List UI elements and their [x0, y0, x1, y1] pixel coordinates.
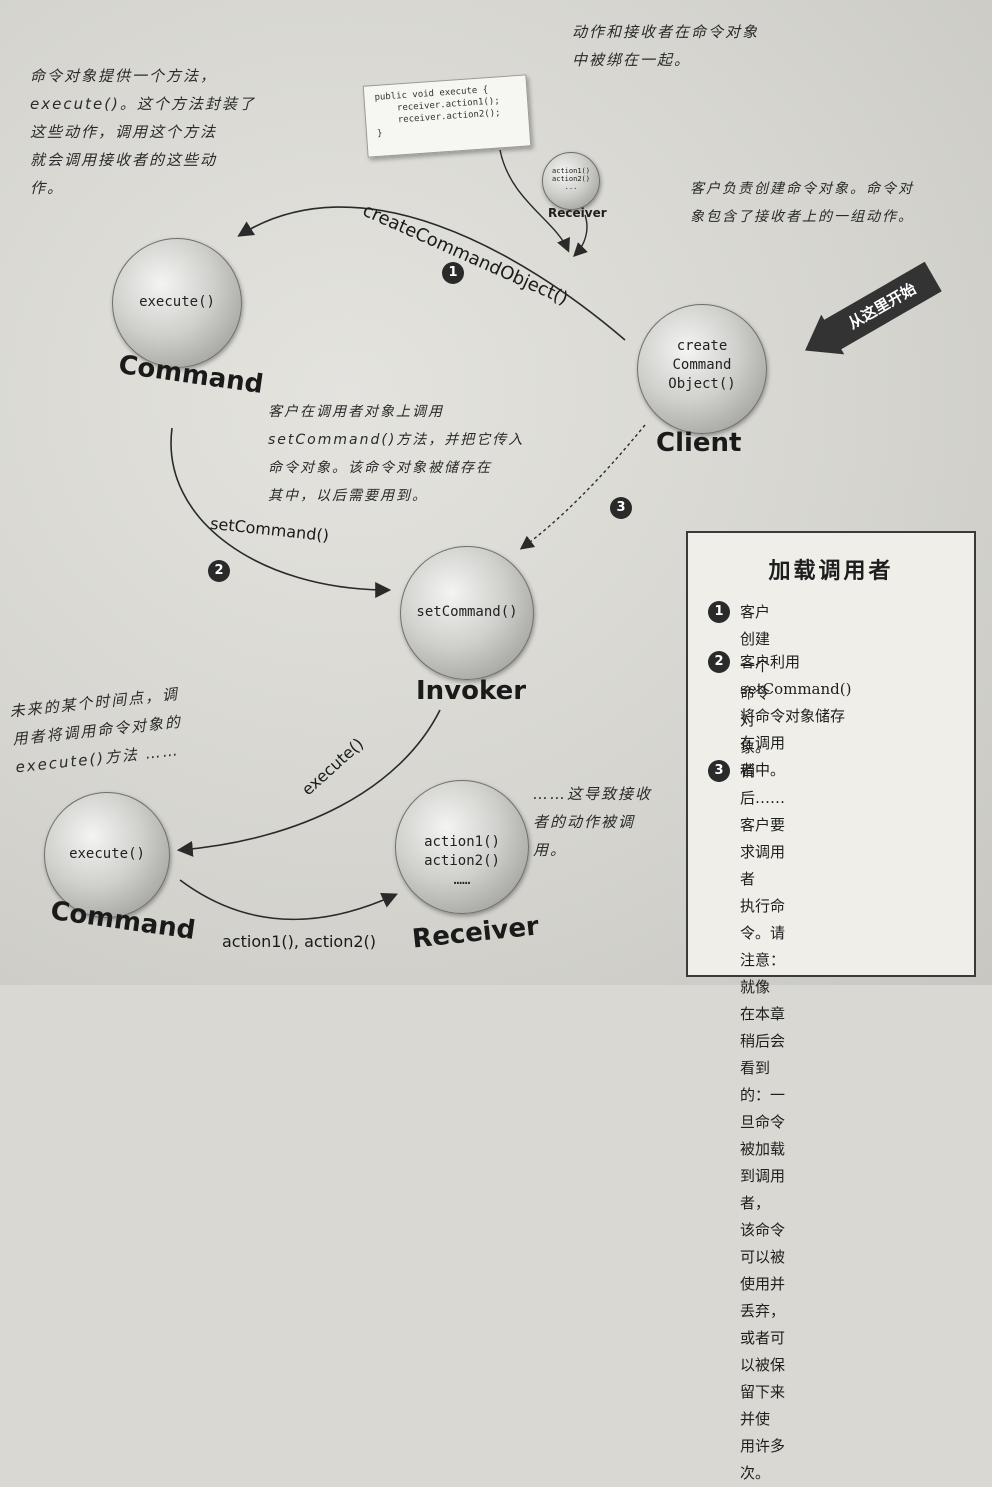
arrow-card-to-client [499, 149, 570, 253]
client-label: Client [656, 428, 742, 458]
arrow-client-invoker [519, 424, 646, 550]
note-client: 客户负责创建命令对象。命令对 象包含了接收者上的一组动作。 [690, 181, 914, 225]
load-invoker-sidebar: 加载调用者 1 客户创建一个命令对象。 2 客户利用setCommand() 将… [686, 531, 976, 1482]
command-node-top: execute() [112, 238, 242, 368]
note-receiver-action: ……这导致接收 者的动作被调 用。 [533, 785, 653, 859]
client-node: create Command Object() [637, 304, 767, 434]
small-receiver-label: Receiver [548, 206, 607, 220]
note-set-command: 客户在调用者对象上调用 setCommand()方法，并把它传入 命令对象。该命… [268, 404, 525, 504]
sidebar-title: 加载调用者 [768, 559, 894, 584]
invoker-label: Invoker [416, 676, 527, 706]
small-receiver-node: action1() action2() ... [542, 152, 600, 210]
step-marker-1: 1 [442, 262, 464, 284]
command-node-bottom: execute() [44, 792, 170, 918]
note-command-execute: 命令对象提供一个方法， execute()。这个方法封装了 这些动作，调用这个方… [30, 67, 256, 197]
arrow-receiver-to-client [573, 214, 588, 257]
arrow-set-command [170, 427, 392, 598]
receiver-node: action1() action2() …… [395, 780, 529, 914]
step-marker-3: 3 [610, 497, 632, 519]
arrow-create-command [237, 206, 626, 341]
invoker-node: setCommand() [400, 546, 534, 680]
arrow-actions [179, 879, 398, 921]
arrow-execute [176, 709, 441, 857]
code-card: public void execute { receiver.action1()… [362, 74, 532, 158]
diagram-arrows [170, 149, 646, 921]
step-marker-2: 2 [208, 560, 230, 582]
label-actions: action1(), action2() [222, 932, 376, 951]
note-binding: 动作和接收者在命令对象 中被绑在一起。 [572, 23, 760, 69]
